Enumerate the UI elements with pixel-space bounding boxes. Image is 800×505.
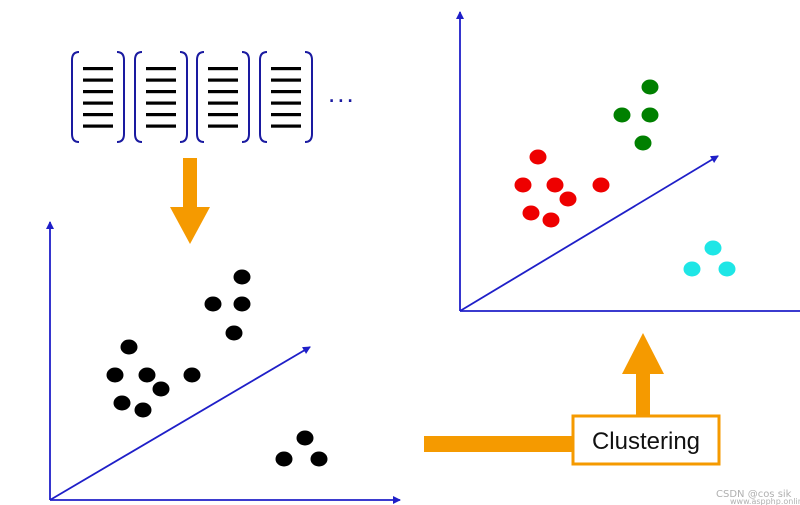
cluster-green-point: [613, 107, 631, 123]
document-line: [271, 90, 301, 94]
document-line: [208, 78, 238, 82]
input-axis-depth: [49, 346, 311, 501]
unclustered-point: [233, 269, 251, 285]
clustering-label: Clustering: [592, 428, 700, 455]
document-icon: [259, 51, 313, 143]
cluster-green-point: [641, 107, 659, 123]
document-line: [208, 124, 238, 128]
unclustered-point: [225, 325, 243, 341]
document-line: [83, 67, 113, 71]
document-line: [146, 113, 176, 117]
unclustered-point: [296, 430, 314, 446]
document-line: [208, 113, 238, 117]
clustered-points: [514, 79, 736, 277]
cluster-red-point: [546, 177, 564, 193]
document-line: [83, 90, 113, 94]
watermark-text: CSDN @cos sik: [716, 489, 792, 500]
cluster-cyan-point: [683, 261, 701, 277]
unclustered-points: [106, 269, 328, 467]
cluster-cyan-point: [718, 261, 736, 277]
document-line: [146, 124, 176, 128]
unclustered-point: [183, 367, 201, 383]
document-line: [271, 78, 301, 82]
document-line: [271, 124, 301, 128]
right-arrow-shaft: [424, 436, 574, 452]
unclustered-point: [138, 367, 156, 383]
document-line: [146, 78, 176, 82]
document-icon: [71, 51, 125, 143]
cluster-red-point: [514, 177, 532, 193]
down-arrow-icon: [170, 158, 210, 244]
unclustered-point: [113, 395, 131, 411]
document-line: [146, 101, 176, 105]
up-arrow-icon: [622, 333, 664, 416]
cluster-green-point: [634, 135, 652, 151]
cluster-red-point: [522, 205, 540, 221]
document-line: [271, 113, 301, 117]
cluster-green-point: [641, 79, 659, 95]
output-axes: [456, 11, 800, 312]
cluster-red-point: [559, 191, 577, 207]
document-line: [208, 90, 238, 94]
cluster-red-point: [542, 212, 560, 228]
document-line: [83, 101, 113, 105]
documents-group: [71, 51, 313, 143]
unclustered-point: [120, 339, 138, 355]
output-axis-depth: [459, 155, 719, 312]
unclustered-point: [310, 451, 328, 467]
unclustered-point: [134, 402, 152, 418]
document-line: [83, 78, 113, 82]
document-line: [208, 101, 238, 105]
unclustered-point: [233, 296, 251, 312]
document-line: [271, 101, 301, 105]
document-line: [146, 67, 176, 71]
document-line: [83, 113, 113, 117]
document-line: [83, 124, 113, 128]
unclustered-point: [275, 451, 293, 467]
document-line: [271, 67, 301, 71]
clustering-label-box: Clustering: [571, 414, 721, 466]
document-icon: [134, 51, 188, 143]
cluster-cyan-point: [704, 240, 722, 256]
unclustered-point: [204, 296, 222, 312]
cluster-red-point: [529, 149, 547, 165]
watermark-site: www.aspphp.online: [730, 497, 800, 505]
document-icon: [196, 51, 250, 143]
document-line: [146, 90, 176, 94]
document-line: [208, 67, 238, 71]
unclustered-point: [106, 367, 124, 383]
cluster-red-point: [592, 177, 610, 193]
ellipsis-text: ...: [328, 78, 356, 108]
unclustered-point: [152, 381, 170, 397]
input-axes: [46, 221, 401, 504]
